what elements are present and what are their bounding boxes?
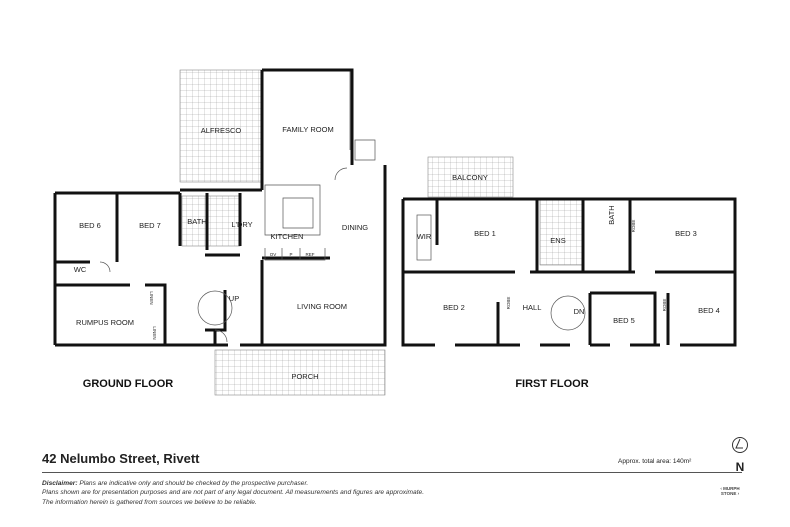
porch-label: PORCH (291, 372, 318, 381)
robe-label: ROBE (506, 297, 511, 310)
bed6-label: BED 6 (79, 221, 101, 230)
pantry-label: P (289, 252, 292, 257)
bed3-label: BED 3 (675, 229, 697, 238)
linen-label-2: LINEN (152, 326, 157, 339)
bed2-label: BED 2 (443, 303, 465, 312)
spiral-stair-up (197, 290, 233, 326)
ground-floor-title: GROUND FLOOR (83, 378, 173, 390)
wir-shelf (416, 214, 432, 261)
living-room-label: LIVING ROOM (297, 302, 347, 311)
rumpus-room-label: RUMPUS ROOM (76, 318, 134, 327)
wc-label: WC (74, 265, 87, 274)
bed1-label: BED 1 (474, 229, 496, 238)
alfresco-label: ALFRESCO (201, 126, 242, 135)
ground-floor-plan: ALFRESCO FAMILY ROOM BED 6 BED 7 BATH L'… (53, 68, 387, 396)
wir-label: WIR (417, 232, 432, 241)
bed7-label: BED 7 (139, 221, 161, 230)
stairs-outside (349, 70, 376, 161)
north-indicator: N (730, 436, 750, 474)
up-label: UP (229, 294, 239, 303)
wet-area-tiles (181, 195, 241, 247)
first-floor-walls (401, 197, 737, 347)
compass-icon (732, 437, 748, 453)
hall-label: HALL (523, 303, 542, 312)
fridge-label: REF (306, 252, 315, 257)
door-swings (99, 167, 348, 343)
kitchen-bench (264, 184, 326, 261)
dn-label: DN (574, 307, 585, 316)
ens-label: ENS (550, 236, 565, 245)
ground-floor-walls (53, 68, 387, 347)
first-floor-title: FIRST FLOOR (515, 378, 588, 390)
family-room-label: FAMILY ROOM (282, 125, 333, 134)
alfresco-area (179, 69, 263, 183)
disclaimer-line-1: Plans are indicative only and should be … (79, 480, 309, 487)
porch-area (214, 349, 386, 396)
kitchen-label: KITCHEN (271, 232, 304, 241)
balcony-area (427, 156, 514, 198)
linen-label: LINEN (149, 291, 154, 304)
disclaimer-line-3: The information herein is gathered from … (42, 498, 257, 506)
ensuite-tiles (539, 199, 583, 266)
total-area: Approx. total area: 140m² (618, 458, 692, 465)
bath-label-first: BATH (607, 205, 616, 224)
laundry-label: L'DRY (231, 220, 252, 229)
spiral-stair-down (550, 295, 586, 331)
north-label: N (735, 460, 745, 474)
disclaimer-label: Disclaimer: (42, 480, 78, 487)
bed5-label: BED 5 (613, 316, 635, 325)
property-address: 42 Nelumbo Street, Rivett (42, 451, 200, 466)
robe-label-2: ROBE (631, 220, 636, 233)
disclaimer-line-2: Plans shown are for presentation purpose… (42, 489, 425, 497)
footer-divider (42, 472, 742, 473)
bed4-label: BED 4 (698, 306, 720, 315)
first-floor-plan: WIR BED 1 ENS BATH BED 3 BALCONY BED 2 H… (401, 156, 737, 390)
bath-label: BATH (187, 217, 206, 226)
balcony-label: BALCONY (452, 173, 488, 182)
oven-label: OV (270, 252, 277, 257)
robe-label-3: ROBE (662, 299, 667, 312)
dining-label: DINING (342, 223, 368, 232)
disclaimer: Disclaimer: Plans are indicative only an… (42, 479, 424, 507)
floor-plan: ALFRESCO FAMILY ROOM BED 6 BED 7 BATH L'… (53, 68, 737, 396)
